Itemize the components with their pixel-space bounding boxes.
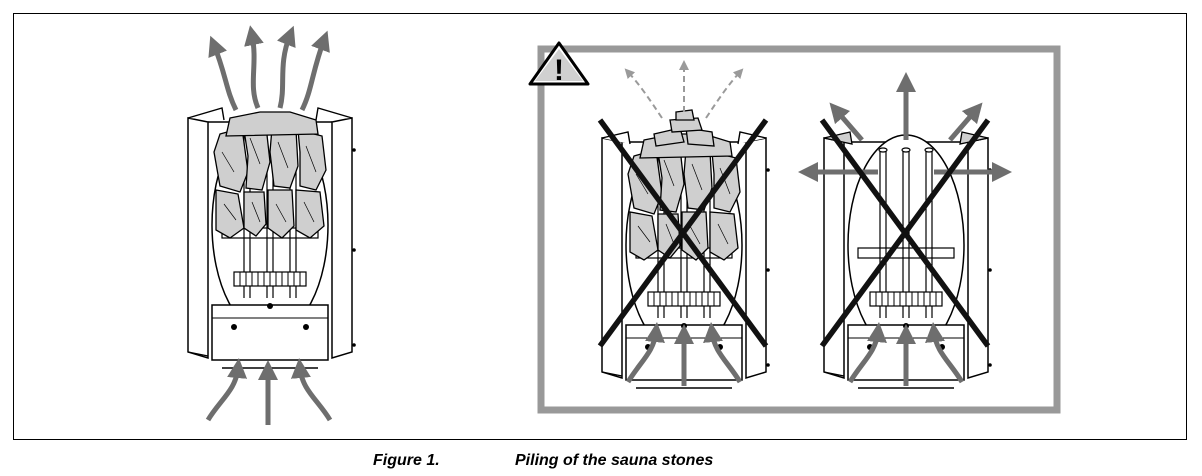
figure-title: Piling of the sauna stones bbox=[515, 452, 714, 469]
hot-air-arrows bbox=[208, 25, 330, 112]
strong-air-arrows bbox=[798, 72, 1012, 182]
figure-frame bbox=[13, 13, 1187, 440]
cross-mark bbox=[819, 118, 991, 348]
too-many-stones bbox=[601, 109, 771, 389]
weak-air-arrows bbox=[624, 60, 744, 119]
warning-triangle-icon: ! bbox=[528, 41, 590, 87]
warning-box bbox=[537, 45, 1061, 414]
air-intake-arrows bbox=[625, 322, 743, 386]
cross-mark bbox=[597, 118, 769, 348]
warning-symbol: ! bbox=[554, 54, 564, 87]
air-intake-arrows bbox=[205, 358, 333, 425]
figure-number: Figure 1. bbox=[373, 452, 440, 469]
air-intake-arrows bbox=[847, 322, 965, 386]
correct-stone-pile bbox=[187, 107, 357, 369]
